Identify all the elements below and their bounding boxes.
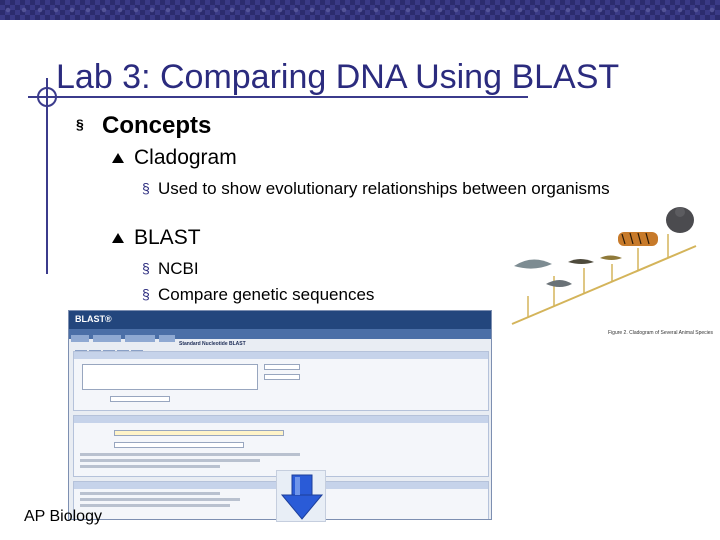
- footer-label: AP Biology: [24, 508, 102, 525]
- concepts-label: Concepts: [102, 112, 212, 139]
- blast-page-title: Standard Nucleotide BLAST: [179, 341, 246, 347]
- band-dot-pattern: [0, 5, 720, 15]
- slide-title: Lab 3: Comparing DNA Using BLAST: [56, 58, 620, 96]
- blast-query-panel: [73, 351, 489, 411]
- compare-sequences-text: Compare genetic sequences: [158, 285, 375, 304]
- cladogram-tree: [511, 207, 697, 325]
- cladogram-label: Cladogram: [134, 146, 237, 169]
- blast-logo: BLAST®: [75, 314, 112, 324]
- blast-label: BLAST: [134, 226, 201, 249]
- square-bullet-icon: §: [76, 116, 84, 132]
- cladogram-figure: Figure 2. Cladogram of Several Animal Sp…: [508, 206, 714, 338]
- blast-nav-bar: [69, 329, 491, 342]
- crosshair-horizontal-line: [28, 96, 528, 98]
- sub-bullet-icon: §: [142, 260, 150, 276]
- crosshair-vertical-line: [46, 78, 48, 274]
- sub-bullet-icon: §: [142, 286, 150, 302]
- triangle-bullet-icon: [112, 233, 124, 243]
- crosshair-ring: [37, 87, 57, 107]
- cladogram-caption: Figure 2. Cladogram of Several Animal Sp…: [608, 330, 714, 336]
- triangle-bullet-icon: [112, 153, 124, 163]
- arrow-tile: [276, 470, 326, 522]
- sub-bullet-icon: §: [142, 180, 150, 196]
- blast-search-set-panel: [73, 415, 489, 477]
- down-arrow-icon: [280, 474, 324, 520]
- query-sequence-box: [82, 364, 258, 390]
- blast-header-bar: BLAST®: [69, 311, 491, 329]
- ncbi-text: NCBI: [158, 259, 199, 278]
- cladogram-description: Used to show evolutionary relationships …: [158, 179, 610, 198]
